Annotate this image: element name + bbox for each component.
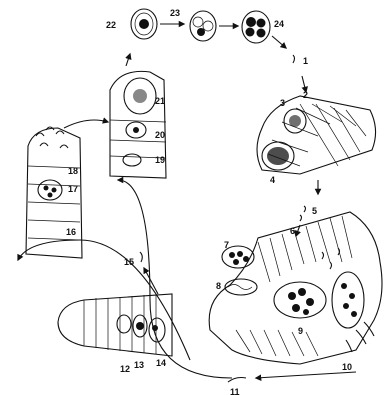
label-8: 8 — [216, 281, 221, 291]
label-7: 7 — [224, 240, 229, 250]
label-2: 2 — [303, 90, 308, 100]
label-21: 21 — [155, 96, 165, 106]
oocyst-23 — [190, 11, 216, 41]
villus-lower-left — [58, 294, 172, 356]
label-16: 16 — [66, 227, 76, 237]
label-19: 19 — [155, 155, 165, 165]
label-4: 4 — [270, 175, 275, 185]
label-9: 9 — [298, 326, 303, 336]
label-1: 1 — [303, 56, 308, 66]
label-23: 23 — [170, 8, 180, 18]
stage-11-cell — [228, 372, 356, 382]
label-5: 5 — [312, 206, 317, 216]
label-10: 10 — [342, 362, 352, 372]
oocyst-22 — [131, 9, 157, 39]
label-24: 24 — [274, 19, 284, 29]
villus-upper-right — [257, 96, 376, 174]
label-13: 13 — [134, 360, 144, 370]
label-20: 20 — [155, 130, 165, 140]
label-22: 22 — [106, 20, 116, 30]
oocyst-24 — [242, 11, 270, 43]
label-12: 12 — [120, 364, 130, 374]
stage-labels: 22 23 24 1 2 3 4 5 6 7 8 9 10 11 12 13 1… — [66, 8, 352, 395]
label-14: 14 — [156, 358, 166, 368]
label-15: 15 — [124, 257, 134, 267]
label-6: 6 — [290, 226, 295, 236]
villus-lower-right — [209, 212, 382, 364]
label-3: 3 — [280, 98, 285, 108]
label-18: 18 — [68, 166, 78, 176]
label-17: 17 — [68, 184, 78, 194]
label-11: 11 — [230, 387, 240, 395]
